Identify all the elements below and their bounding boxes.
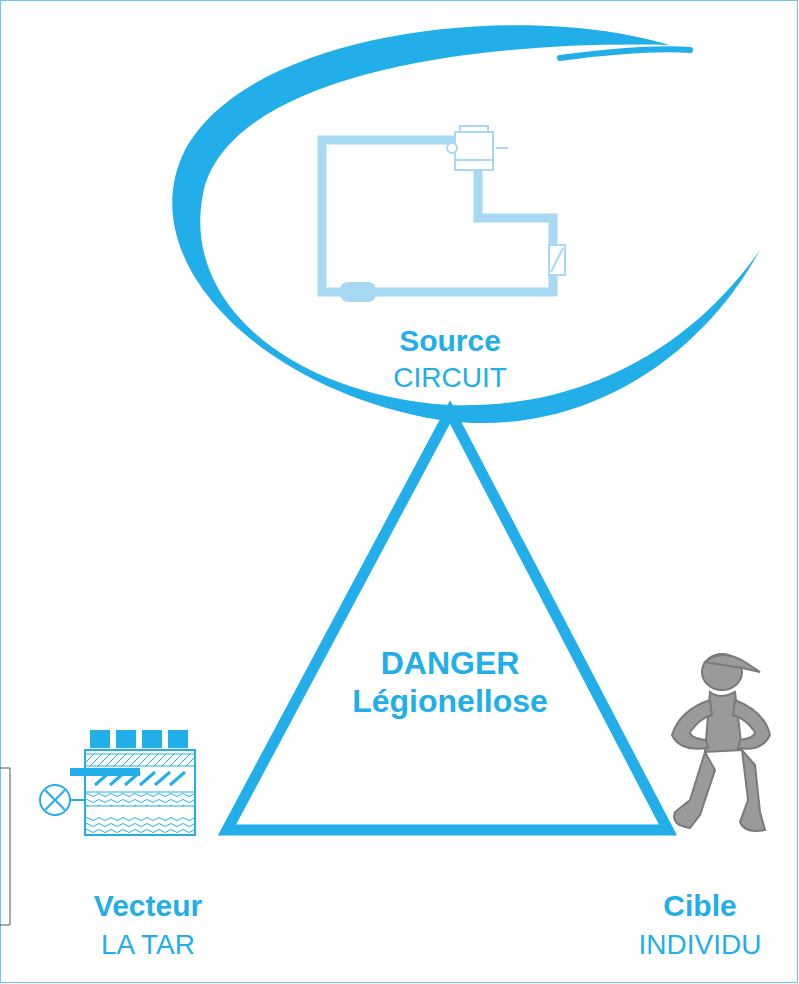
circuit-pump (340, 282, 376, 302)
corner-subtitle: INDIVIDU (639, 930, 762, 961)
circuit-exchanger (549, 245, 565, 275)
swoosh-tail (560, 49, 690, 58)
swoosh (172, 25, 760, 423)
corner-subtitle: LA TAR (101, 930, 195, 961)
person-figure (672, 654, 770, 831)
danger-triangle: DANGER Légionellose (215, 400, 680, 840)
circuit-exchanger-mark (551, 248, 563, 272)
circuit-tower (447, 126, 508, 170)
corner-heading: Cible (663, 889, 736, 922)
triangle-outline (215, 400, 680, 840)
cooling-tower-icon (40, 730, 195, 835)
circuit-schematic (322, 140, 553, 292)
corner-heading: Vecteur (94, 889, 202, 922)
corner-heading: Source (399, 324, 501, 357)
frame-fragment (0, 768, 10, 925)
danger-label: DANGER Légionellose (330, 644, 570, 721)
corner-subtitle: CIRCUIT (393, 363, 507, 394)
